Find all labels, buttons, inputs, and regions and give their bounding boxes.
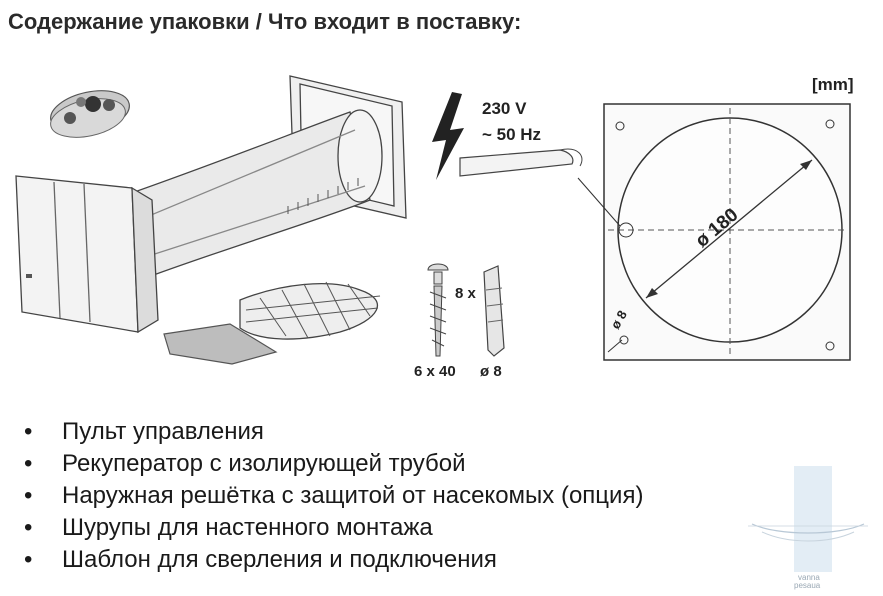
power-supply-image: 230 V ~ 50 Hz (432, 92, 583, 180)
voltage-label: 230 V (482, 99, 527, 118)
list-item-label: Пульт управления (62, 418, 264, 445)
lightning-icon (432, 92, 464, 180)
list-item-label: Шаблон для сверления и подключения (62, 546, 497, 573)
watermark-text-2: pesaua (794, 581, 821, 590)
insect-cover-image (163, 323, 278, 365)
list-item-label: Наружная решётка с защитой от насекомых … (62, 482, 644, 509)
bullet-icon: • (24, 482, 33, 509)
units-label: [mm] (812, 75, 854, 94)
frequency-label: ~ 50 Hz (482, 125, 541, 144)
watermark-text-1: vanna (798, 573, 820, 582)
package-contents-illustration: 230 V ~ 50 Hz 8 x 6 x 40 ø 8 [mm] ø 180 … (15, 75, 854, 380)
list-item: • Рекуператор с изолирующей трубой (24, 448, 643, 480)
outer-grille-image (239, 281, 381, 340)
list-item-label: Шурупы для настенного монтажа (62, 514, 433, 541)
quantity-label: 8 x (455, 285, 477, 302)
list-item: • Пульт управления (24, 416, 643, 448)
drilling-template-image: [mm] ø 180 ø 8 (577, 75, 854, 361)
list-item: • Наружная решётка с защитой от насекомых… (24, 480, 643, 512)
list-item: • Шурупы для настенного монтажа (24, 512, 643, 544)
watermark-logo: vanna pesaua (748, 466, 868, 590)
bullet-icon: • (24, 514, 33, 541)
contents-list: • Пульт управления • Рекуператор с изолиру… (24, 416, 643, 576)
page-title: Содержание упаковки / Что входит в поста… (8, 9, 522, 34)
list-item-label: Рекуператор с изолирующей трубой (62, 450, 466, 477)
screw-size-label: 6 x 40 (414, 363, 456, 380)
mounting-screws-image: 8 x 6 x 40 ø 8 (414, 263, 505, 380)
bullet-icon: • (24, 418, 33, 445)
bullet-icon: • (24, 546, 33, 573)
list-item: • Шаблон для сверления и подключения (24, 544, 643, 576)
bullet-icon: • (24, 450, 33, 477)
recuperator-image (15, 75, 407, 334)
remote-control-image (50, 90, 130, 138)
dowel-size-label: ø 8 (480, 363, 502, 380)
